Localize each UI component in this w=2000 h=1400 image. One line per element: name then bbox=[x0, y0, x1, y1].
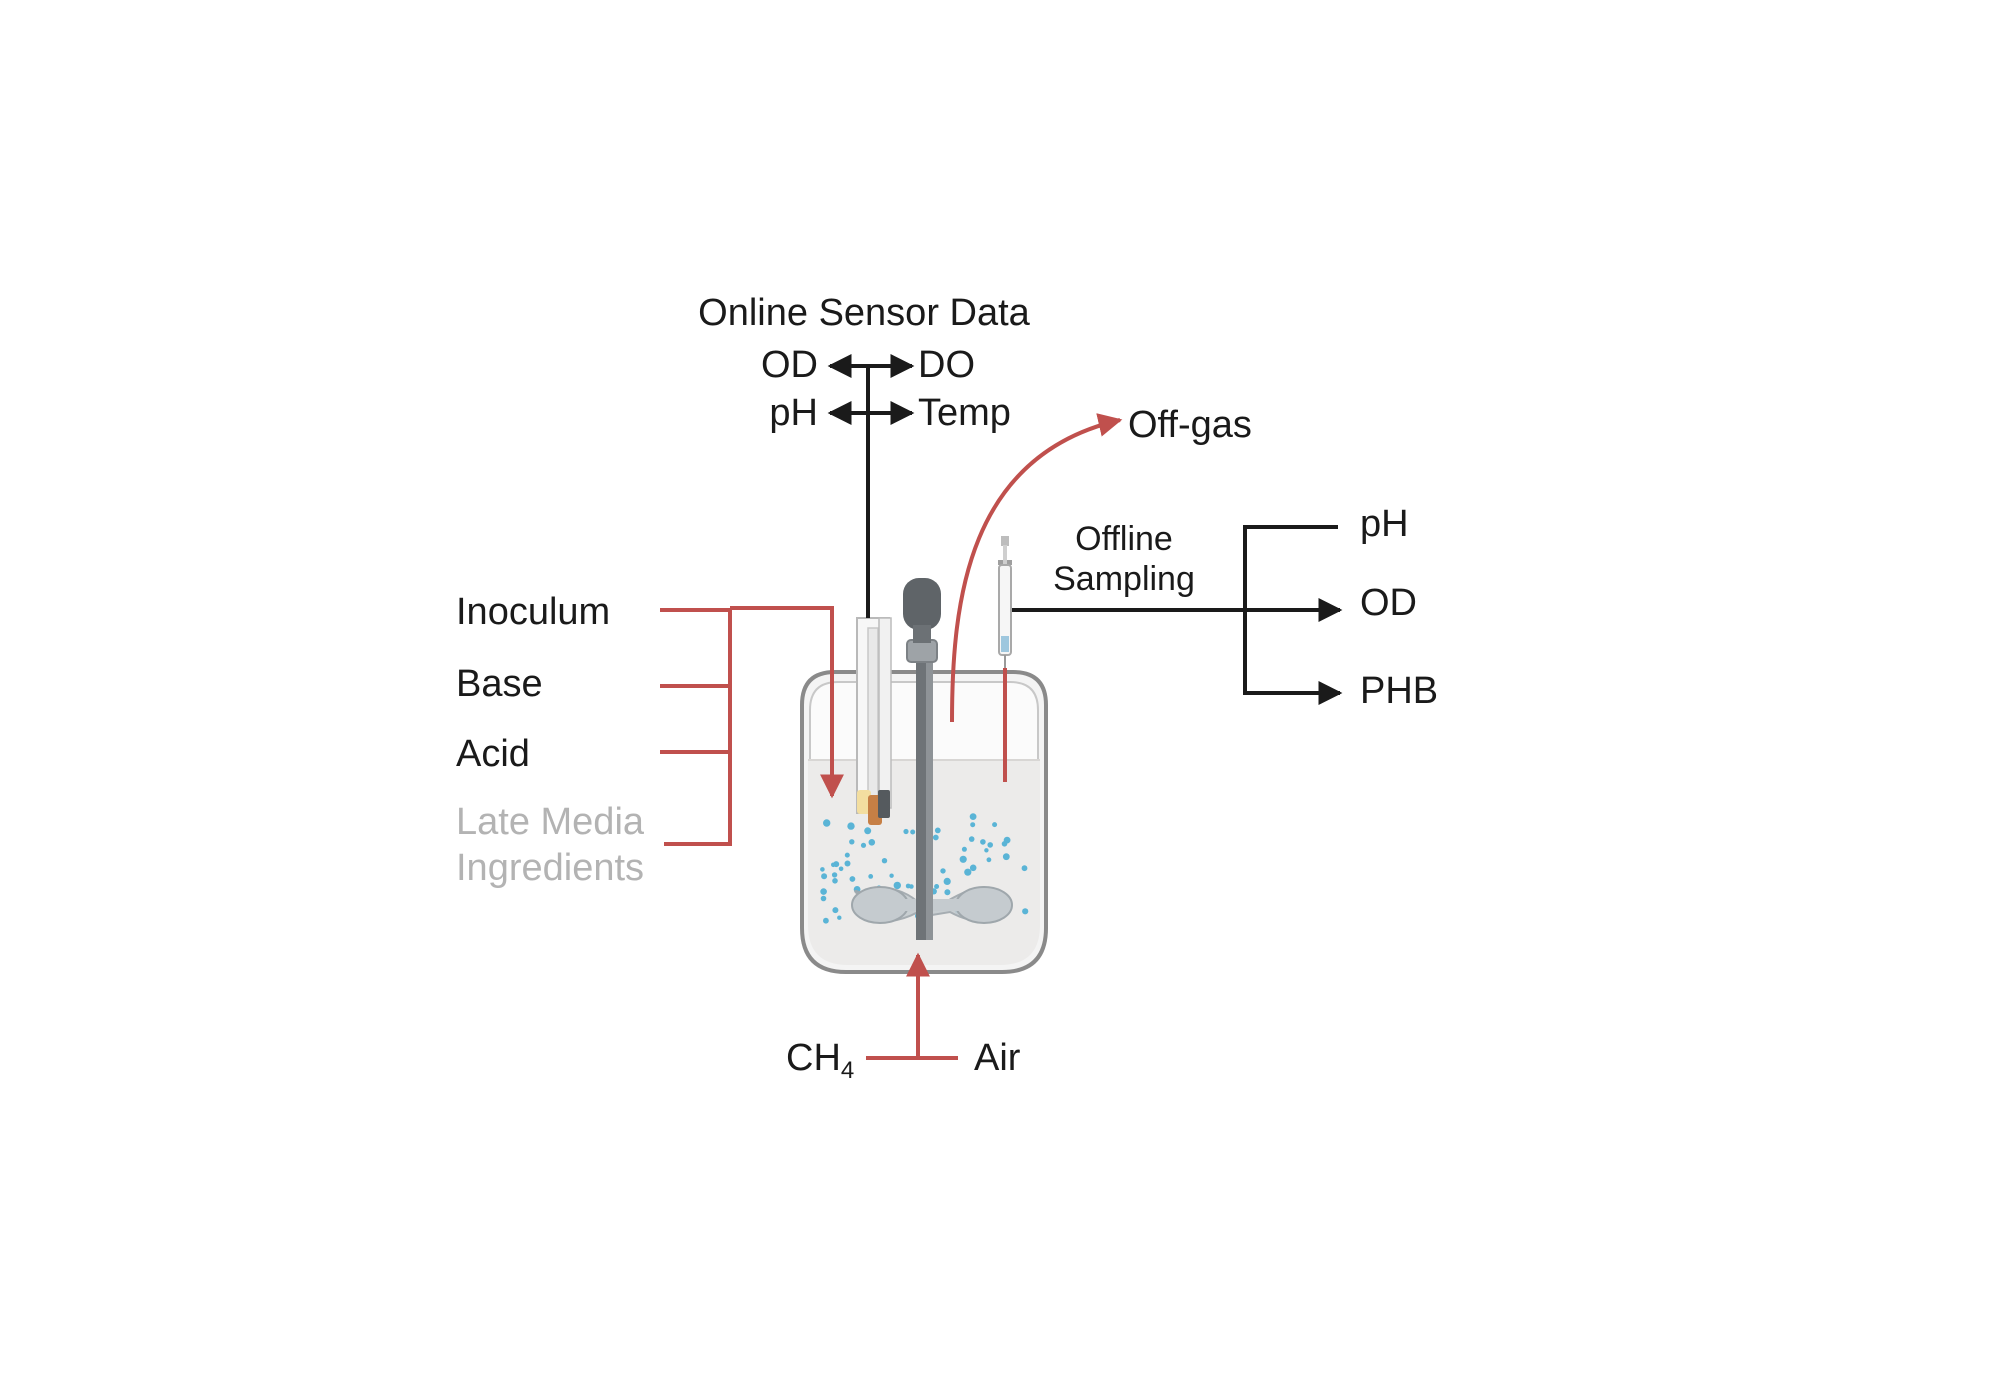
bubble bbox=[889, 873, 894, 878]
bubble bbox=[847, 822, 855, 830]
online-temp-label: Temp bbox=[918, 392, 1011, 434]
feed-late-media-label-line1: Late Media bbox=[456, 801, 645, 843]
bubble bbox=[849, 839, 855, 845]
bubble bbox=[868, 839, 876, 846]
bubble bbox=[868, 874, 874, 879]
offline-od-output: OD bbox=[1360, 582, 1417, 624]
impeller-icon bbox=[851, 886, 1013, 924]
bubble bbox=[964, 868, 972, 876]
online-sensor-connector bbox=[827, 354, 915, 618]
feed-acid-label: Acid bbox=[456, 733, 530, 775]
online-ph-label: pH bbox=[769, 392, 818, 434]
bubble bbox=[903, 828, 909, 835]
bubble bbox=[944, 889, 951, 896]
bubble bbox=[844, 860, 851, 867]
feed-lines bbox=[660, 606, 844, 846]
bubble bbox=[837, 915, 842, 920]
feed-late-media-label-line2: Ingredients bbox=[456, 847, 644, 889]
bubble bbox=[969, 864, 977, 872]
bubble bbox=[823, 819, 831, 827]
bubble bbox=[992, 822, 998, 828]
bubble bbox=[905, 883, 911, 889]
bubble bbox=[910, 829, 916, 835]
offline-phb-output: PHB bbox=[1360, 670, 1438, 712]
bubble bbox=[832, 907, 839, 914]
sensor-probes-icon bbox=[856, 617, 892, 825]
gas-ch4-subscript: 4 bbox=[841, 1057, 854, 1084]
offgas-label: Off-gas bbox=[1128, 404, 1252, 446]
bubble bbox=[970, 822, 976, 828]
offgas-line bbox=[950, 413, 1123, 723]
bubble bbox=[864, 827, 872, 835]
bubble bbox=[969, 813, 977, 820]
stirrer-motor-icon bbox=[903, 578, 941, 940]
bubble bbox=[961, 846, 967, 852]
offline-ph-output: pH bbox=[1360, 503, 1409, 545]
bubble bbox=[893, 881, 901, 890]
offline-sampling-label-line2: Sampling bbox=[1053, 560, 1195, 598]
bubble bbox=[1022, 908, 1029, 915]
bubble bbox=[860, 842, 867, 848]
bubble bbox=[831, 862, 836, 868]
bubble bbox=[940, 868, 946, 874]
bubble bbox=[987, 842, 993, 848]
bubble bbox=[838, 866, 844, 872]
bubble bbox=[820, 895, 827, 902]
bubble bbox=[934, 884, 940, 889]
sampling-syringe-icon bbox=[998, 536, 1012, 668]
feed-base-label: Base bbox=[456, 663, 543, 705]
bubble bbox=[1002, 853, 1010, 861]
bubble bbox=[1021, 865, 1028, 872]
bubble bbox=[844, 852, 850, 858]
online-sensor-title: Online Sensor Data bbox=[698, 292, 1030, 334]
gas-ch4-main: CH bbox=[786, 1037, 841, 1079]
online-do-label: DO bbox=[918, 344, 975, 386]
bubble bbox=[832, 878, 838, 884]
bubble bbox=[934, 827, 941, 834]
bubble bbox=[1003, 836, 1011, 844]
gas-ch4-label: CH4 bbox=[786, 1037, 854, 1084]
bubble bbox=[968, 836, 975, 842]
gas-air-label: Air bbox=[974, 1037, 1021, 1079]
offline-sampling-label-line1: Offline bbox=[1075, 520, 1173, 558]
bubble bbox=[932, 834, 939, 841]
bubble bbox=[823, 917, 829, 924]
online-od-label: OD bbox=[761, 344, 818, 386]
bubble bbox=[986, 857, 992, 863]
bubble bbox=[820, 888, 827, 895]
bubble bbox=[980, 839, 986, 845]
offline-sampling-connector bbox=[1012, 525, 1343, 705]
bubble bbox=[943, 877, 951, 886]
bubble bbox=[821, 873, 828, 880]
gas-inlet-line bbox=[866, 952, 958, 1060]
bubble bbox=[881, 858, 888, 864]
bubble bbox=[849, 876, 856, 882]
bubble bbox=[831, 872, 838, 878]
bubble bbox=[820, 867, 825, 872]
bubble bbox=[959, 855, 967, 863]
bubble bbox=[984, 848, 989, 853]
feed-inoculum-label: Inoculum bbox=[456, 591, 610, 633]
